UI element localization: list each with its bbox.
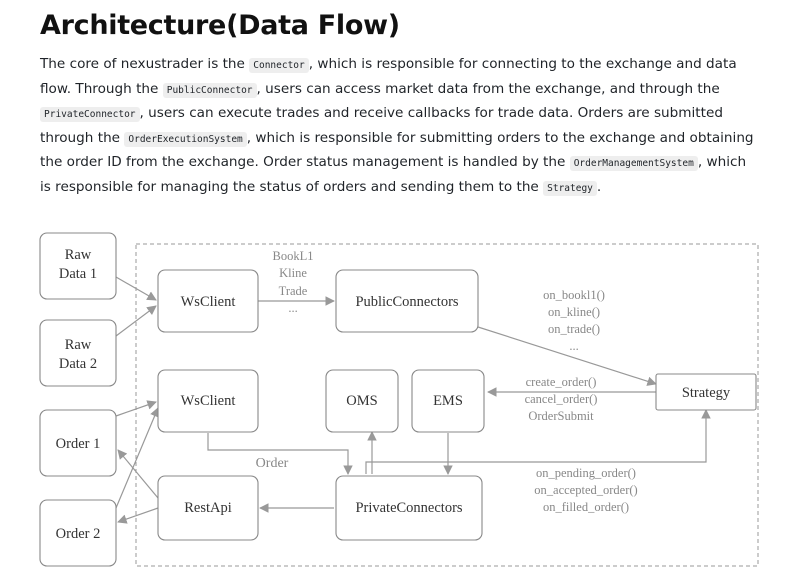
- edge-restapi-order1: [117, 449, 159, 499]
- node-label: OMS: [346, 393, 377, 409]
- node-label: RestApi: [184, 500, 232, 516]
- edges: [115, 276, 711, 524]
- node-label: Raw: [65, 337, 92, 353]
- node-label: Order 1: [56, 436, 101, 452]
- node-label: WsClient: [181, 294, 236, 310]
- description-text: , which is responsible for connecting to…: [40, 56, 737, 97]
- edge-order2-wsclient: [115, 407, 160, 509]
- label-create-order: create_order(): [526, 375, 597, 389]
- edge-raw1-wsclient: [115, 276, 157, 301]
- node-label: EMS: [433, 393, 463, 409]
- edge-order1-wsclient: [115, 400, 157, 417]
- label-cancel-order: cancel_order(): [525, 392, 598, 406]
- edge-raw2-wsclient: [115, 305, 157, 337]
- edge-oms-strategy: [365, 409, 711, 474]
- label-bookl1: BookL1: [273, 249, 314, 263]
- description-paragraph: The core of nexustrader is the Connector…: [40, 53, 760, 200]
- node-label: Data 1: [59, 266, 97, 282]
- label-order-submit: OrderSubmit: [528, 409, 594, 423]
- page-title: Architecture(Data Flow): [40, 10, 400, 41]
- node-label: PrivateConnectors: [355, 500, 462, 516]
- label-ellipsis: ...: [288, 301, 297, 315]
- document: Architecture(Data Flow) The core of nexu…: [40, 10, 760, 200]
- node-order-1: Order 1: [39, 409, 117, 477]
- description-text: , which is responsible for submitting or…: [40, 129, 754, 171]
- description-text: , which is responsible for managing the …: [40, 154, 747, 195]
- code-public-connector: PublicConnector: [162, 82, 257, 98]
- code-order-execution-system: OrderExecutionSystem: [124, 131, 247, 147]
- description-text: The core of nexustrader is the: [40, 56, 250, 72]
- code-connector: Connector: [249, 58, 309, 73]
- node-ws-client-private: WsClient: [157, 369, 259, 433]
- system-boundary: [135, 243, 759, 567]
- label-on-accepted-order: on_accepted_order(): [534, 483, 637, 497]
- edge-labels: BookL1 Kline Trade ... on_bookl1() on_kl…: [256, 249, 638, 514]
- label-order: Order: [256, 456, 289, 471]
- description-text: .: [596, 178, 602, 195]
- node-oms: OMS: [325, 369, 399, 433]
- node-label: Order 2: [56, 526, 101, 542]
- node-strategy: Strategy: [655, 373, 757, 411]
- node-label: Data 2: [59, 356, 97, 372]
- description-text: , users can access market data from the …: [256, 80, 720, 97]
- label-on-bookl1: on_bookl1(): [543, 288, 605, 302]
- label-on-trade: on_trade(): [548, 322, 600, 336]
- node-label: Strategy: [682, 385, 731, 401]
- label-callbacks-ellipsis: ...: [569, 339, 578, 353]
- node-public-connectors: PublicConnectors: [335, 269, 479, 333]
- code-private-connector: PrivateConnector: [40, 107, 140, 122]
- label-on-kline: on_kline(): [548, 305, 600, 319]
- node-ws-client-public: WsClient: [157, 269, 259, 333]
- edge-wsclient-private: [207, 433, 353, 475]
- node-order-2: Order 2: [39, 499, 117, 567]
- description-text: , users can execute trades and receive c…: [40, 105, 723, 146]
- node-label: WsClient: [181, 393, 236, 409]
- edge-restapi-order2: [117, 507, 159, 524]
- label-trade: Trade: [279, 284, 308, 298]
- node-ems: EMS: [411, 369, 485, 433]
- node-label: Raw: [65, 247, 92, 263]
- node-private-connectors: PrivateConnectors: [335, 475, 483, 541]
- node-raw-data-2: Raw Data 2: [39, 319, 117, 387]
- label-kline: Kline: [279, 266, 307, 280]
- node-label: PublicConnectors: [355, 294, 458, 310]
- node-raw-data-1: Raw Data 1: [39, 232, 117, 300]
- label-on-pending-order: on_pending_order(): [536, 466, 636, 480]
- label-on-filled-order: on_filled_order(): [543, 500, 629, 514]
- node-rest-api: RestApi: [157, 475, 259, 541]
- code-order-management-system: OrderManagementSystem: [569, 156, 698, 171]
- code-strategy: Strategy: [543, 180, 597, 196]
- edge-public-strategy: [477, 326, 657, 386]
